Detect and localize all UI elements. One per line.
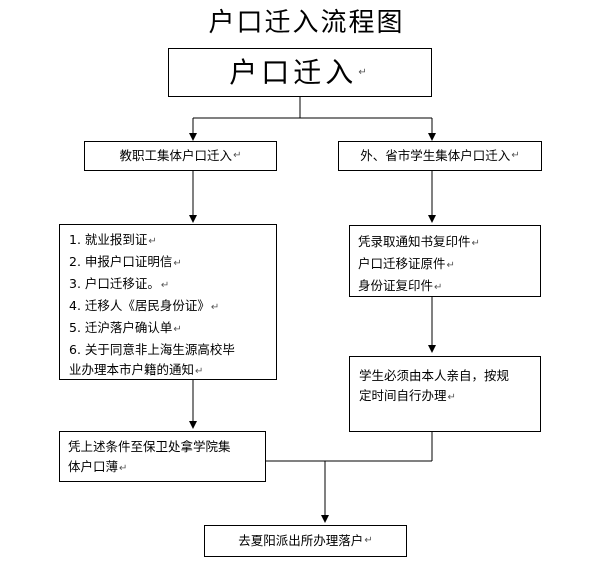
staff-box-label: 教职工集体户口迁入 <box>119 148 233 163</box>
students-box-label: 外、省市学生集体户口迁入 <box>360 148 511 163</box>
student-self-box: 学生必须由本人亲自，按规 定时间自行办理↵ <box>349 356 541 432</box>
diagram-title: 户口迁入流程图 <box>208 8 405 38</box>
staff-docs-box: 1. 就业报到证↵ 2. 申报户口证明信↵ 3. 户口迁移证。↵ 4. 迁移人《… <box>59 224 277 380</box>
main-box-label: 户口迁入 <box>229 55 358 89</box>
staff-box: 教职工集体户口迁入↵ <box>84 141 277 171</box>
staff-doc-item: 1. 就业报到证↵ <box>69 232 157 247</box>
collect-line: 体户口薄↵ <box>68 459 128 474</box>
staff-doc-item: 6. 关于同意非上海生源高校毕 <box>69 342 235 357</box>
student-docs-box: 凭录取通知书复印件↵ 户口迁移证原件↵ 身份证复印件↵ <box>349 225 541 297</box>
staff-doc-item: 2. 申报户口证明信↵ <box>69 254 182 269</box>
student-doc-item: 户口迁移证原件↵ <box>358 256 455 271</box>
student-doc-item: 凭录取通知书复印件↵ <box>358 234 480 249</box>
final-box-label: 去夏阳派出所办理落户 <box>238 533 364 548</box>
main-box: 户口迁入↵ <box>168 48 432 97</box>
staff-doc-item: 3. 户口迁移证。↵ <box>69 276 170 291</box>
staff-doc-item: 5. 迁沪落户确认单↵ <box>69 320 182 335</box>
staff-doc-item: 4. 迁移人《居民身份证》↵ <box>69 298 220 313</box>
student-self-line: 定时间自行办理↵ <box>359 388 456 403</box>
students-box: 外、省市学生集体户口迁入↵ <box>338 141 542 171</box>
collect-box: 凭上述条件至保卫处拿学院集 体户口薄↵ <box>59 431 266 482</box>
collect-line: 凭上述条件至保卫处拿学院集 <box>68 439 231 454</box>
student-doc-item: 身份证复印件↵ <box>358 278 443 293</box>
student-self-line: 学生必须由本人亲自，按规 <box>359 368 510 383</box>
final-box: 去夏阳派出所办理落户↵ <box>204 525 407 557</box>
staff-doc-item: 业办理本市户籍的通知↵ <box>69 362 204 377</box>
